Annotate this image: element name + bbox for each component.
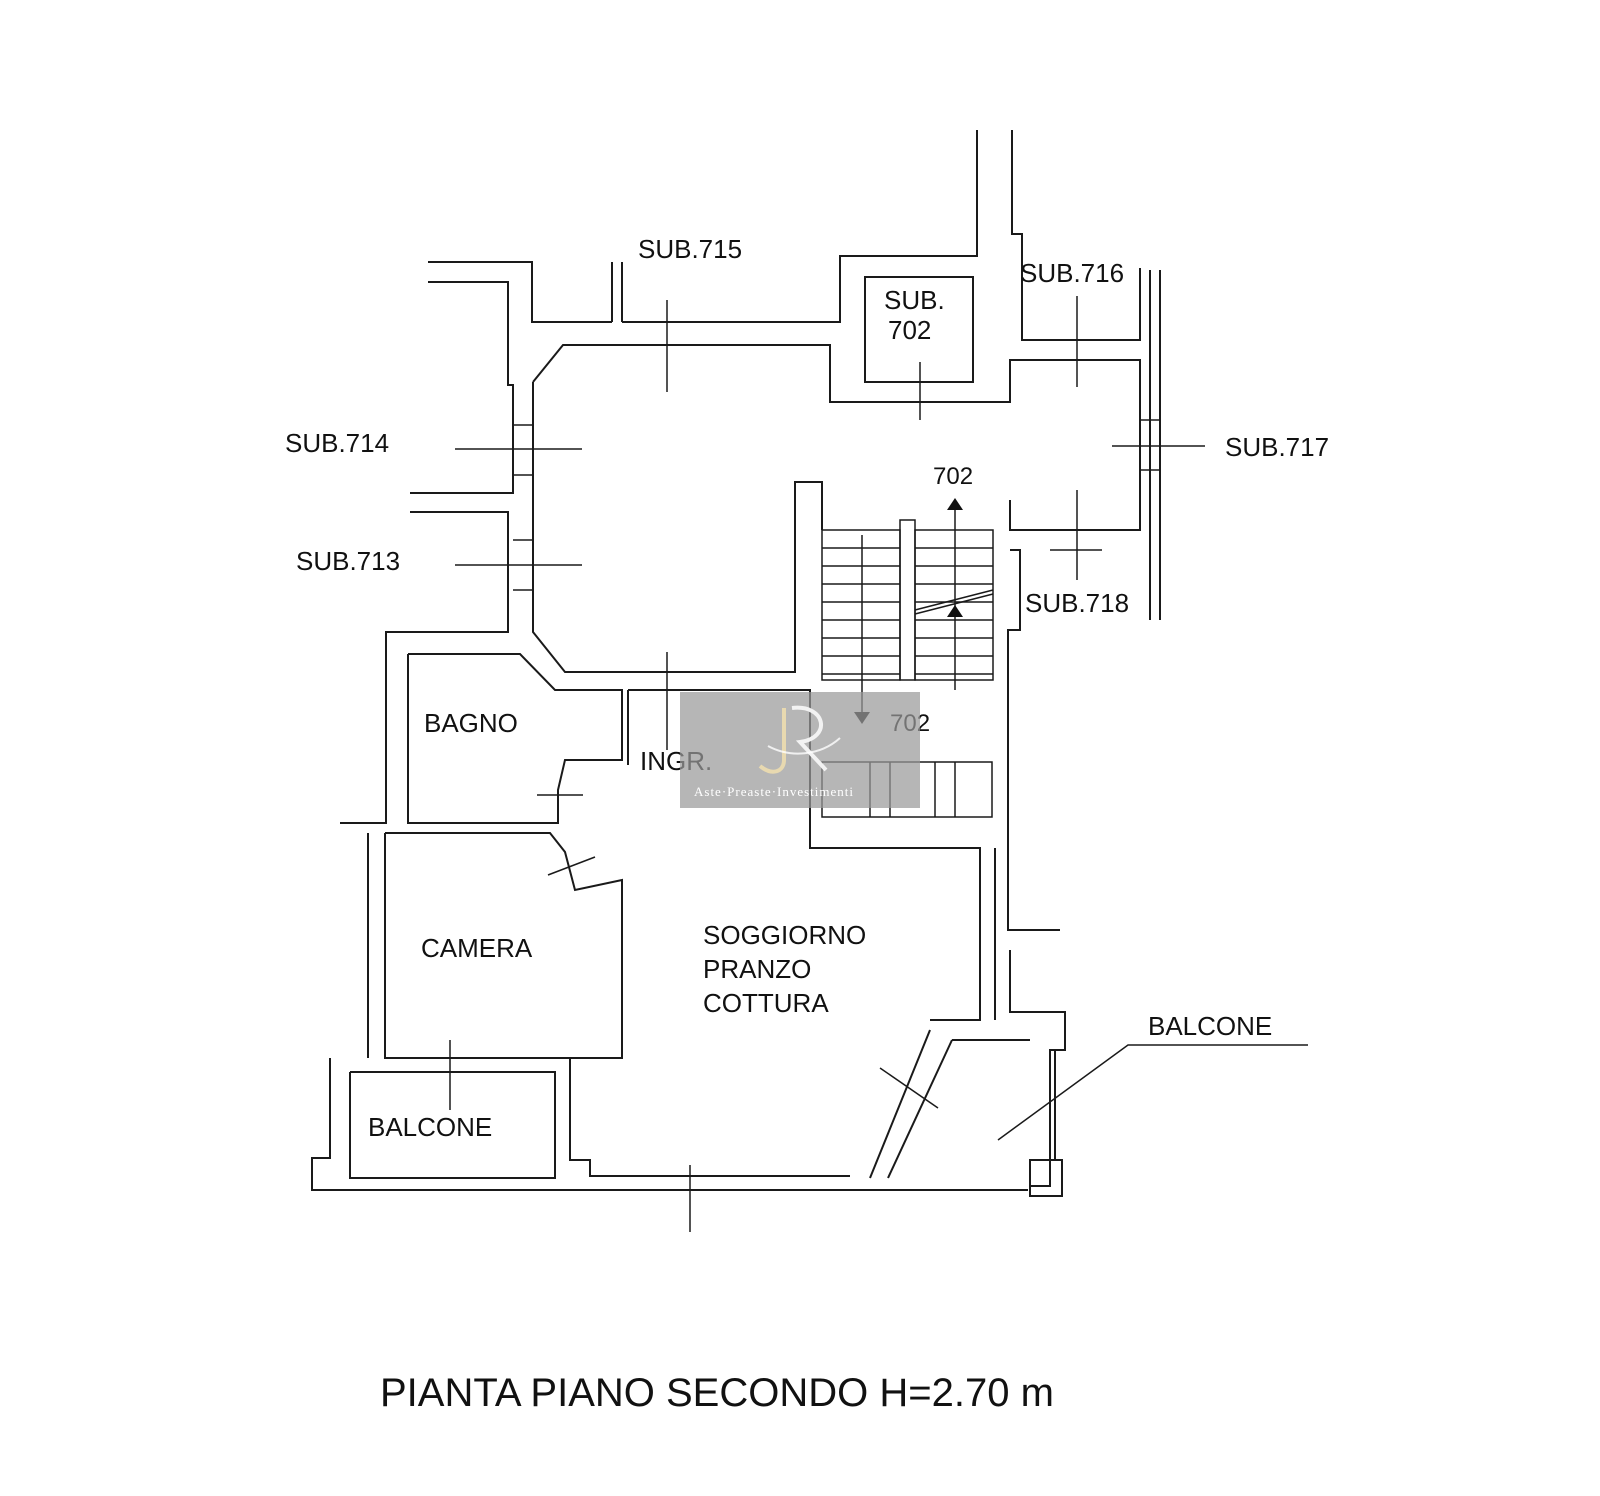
plan-title: PIANTA PIANO SECONDO H=2.70 m bbox=[380, 1371, 1054, 1415]
label-soggiorno-line3: COTTURA bbox=[703, 988, 829, 1018]
label-soggiorno-line1: SOGGIORNO bbox=[703, 920, 866, 950]
label-sub-714: SUB.714 bbox=[285, 428, 389, 458]
label-sub-702-line2: 702 bbox=[888, 315, 931, 345]
label-sub-702-line1: SUB. bbox=[884, 285, 945, 315]
watermark-background bbox=[680, 692, 920, 808]
door-markers bbox=[410, 296, 1308, 1232]
label-bagno: BAGNO bbox=[424, 708, 518, 738]
up-arrow-icon bbox=[947, 605, 963, 617]
label-sub-715: SUB.715 bbox=[638, 234, 742, 264]
label-sub-716: SUB.716 bbox=[1020, 258, 1124, 288]
labels: SUB.715 SUB.716 SUB. 702 SUB.714 SUB.713… bbox=[285, 234, 1329, 1415]
label-camera: CAMERA bbox=[421, 933, 533, 963]
label-stair-up: 702 bbox=[933, 463, 973, 490]
walls bbox=[311, 130, 1161, 1197]
label-soggiorno-line2: PRANZO bbox=[703, 954, 811, 984]
watermark: Aste·Preaste·Investimenti bbox=[680, 692, 920, 808]
logo-icon bbox=[758, 705, 841, 774]
label-sub-717: SUB.717 bbox=[1225, 432, 1329, 462]
watermark-text: Aste·Preaste·Investimenti bbox=[694, 784, 854, 799]
label-balcone-left: BALCONE bbox=[368, 1112, 492, 1142]
balcone-leader-line bbox=[997, 1044, 1308, 1141]
label-sub-713: SUB.713 bbox=[296, 546, 400, 576]
label-balcone-right: BALCONE bbox=[1148, 1011, 1272, 1041]
up-arrow-icon bbox=[947, 498, 963, 510]
label-sub-718: SUB.718 bbox=[1025, 588, 1129, 618]
